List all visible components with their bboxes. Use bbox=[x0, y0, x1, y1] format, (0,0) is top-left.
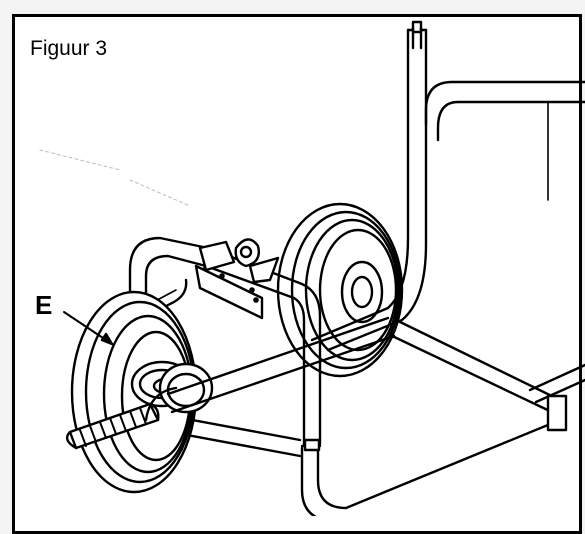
callout-label-e: E bbox=[35, 290, 53, 320]
figure-title: Figuur 3 bbox=[30, 37, 108, 60]
handle-frame bbox=[310, 20, 585, 352]
cross-bar bbox=[144, 316, 396, 422]
hose-cart-illustration bbox=[39, 20, 585, 516]
faint-guide-lines bbox=[39, 149, 191, 207]
callout-leader bbox=[63, 311, 114, 346]
front-frame bbox=[128, 236, 322, 452]
figure-frame: Figuur 3 E bbox=[12, 14, 585, 534]
